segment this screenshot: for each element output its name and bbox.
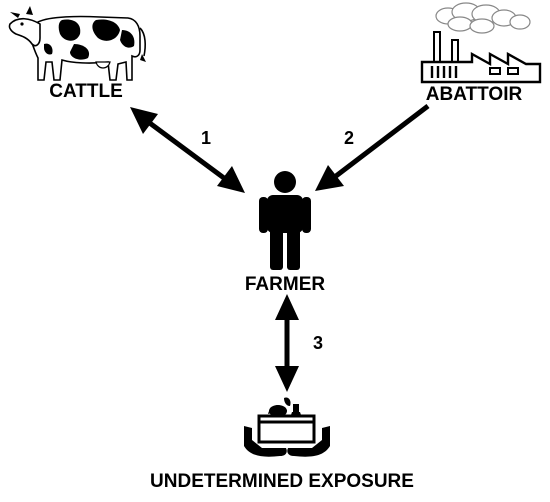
edge-2-arrow <box>315 104 430 191</box>
farmer-label: FARMER <box>245 274 326 295</box>
edge-2-label: 2 <box>344 128 354 148</box>
edge-1-label: 1 <box>201 128 211 148</box>
cattle-label: CATTLE <box>49 81 123 102</box>
abattoir-label: ABATTOIR <box>426 84 523 105</box>
edge-1-arrow <box>130 107 245 193</box>
person-icon <box>259 171 311 270</box>
edge-3-arrow <box>275 294 299 392</box>
smoke-icon <box>435 2 531 34</box>
arrowhead-icon <box>275 294 299 320</box>
factory-icon <box>420 2 542 84</box>
arrowhead-icon <box>217 166 245 193</box>
edge-3-label: 3 <box>313 333 323 353</box>
arrowhead-icon <box>315 165 344 191</box>
arrowhead-icon <box>275 366 299 392</box>
arrowhead-icon <box>130 107 158 134</box>
cow-icon <box>8 6 146 81</box>
hands-holding-produce-icon <box>244 397 330 457</box>
undetermined-exposure-label: UNDETERMINED EXPOSURE <box>150 471 414 492</box>
